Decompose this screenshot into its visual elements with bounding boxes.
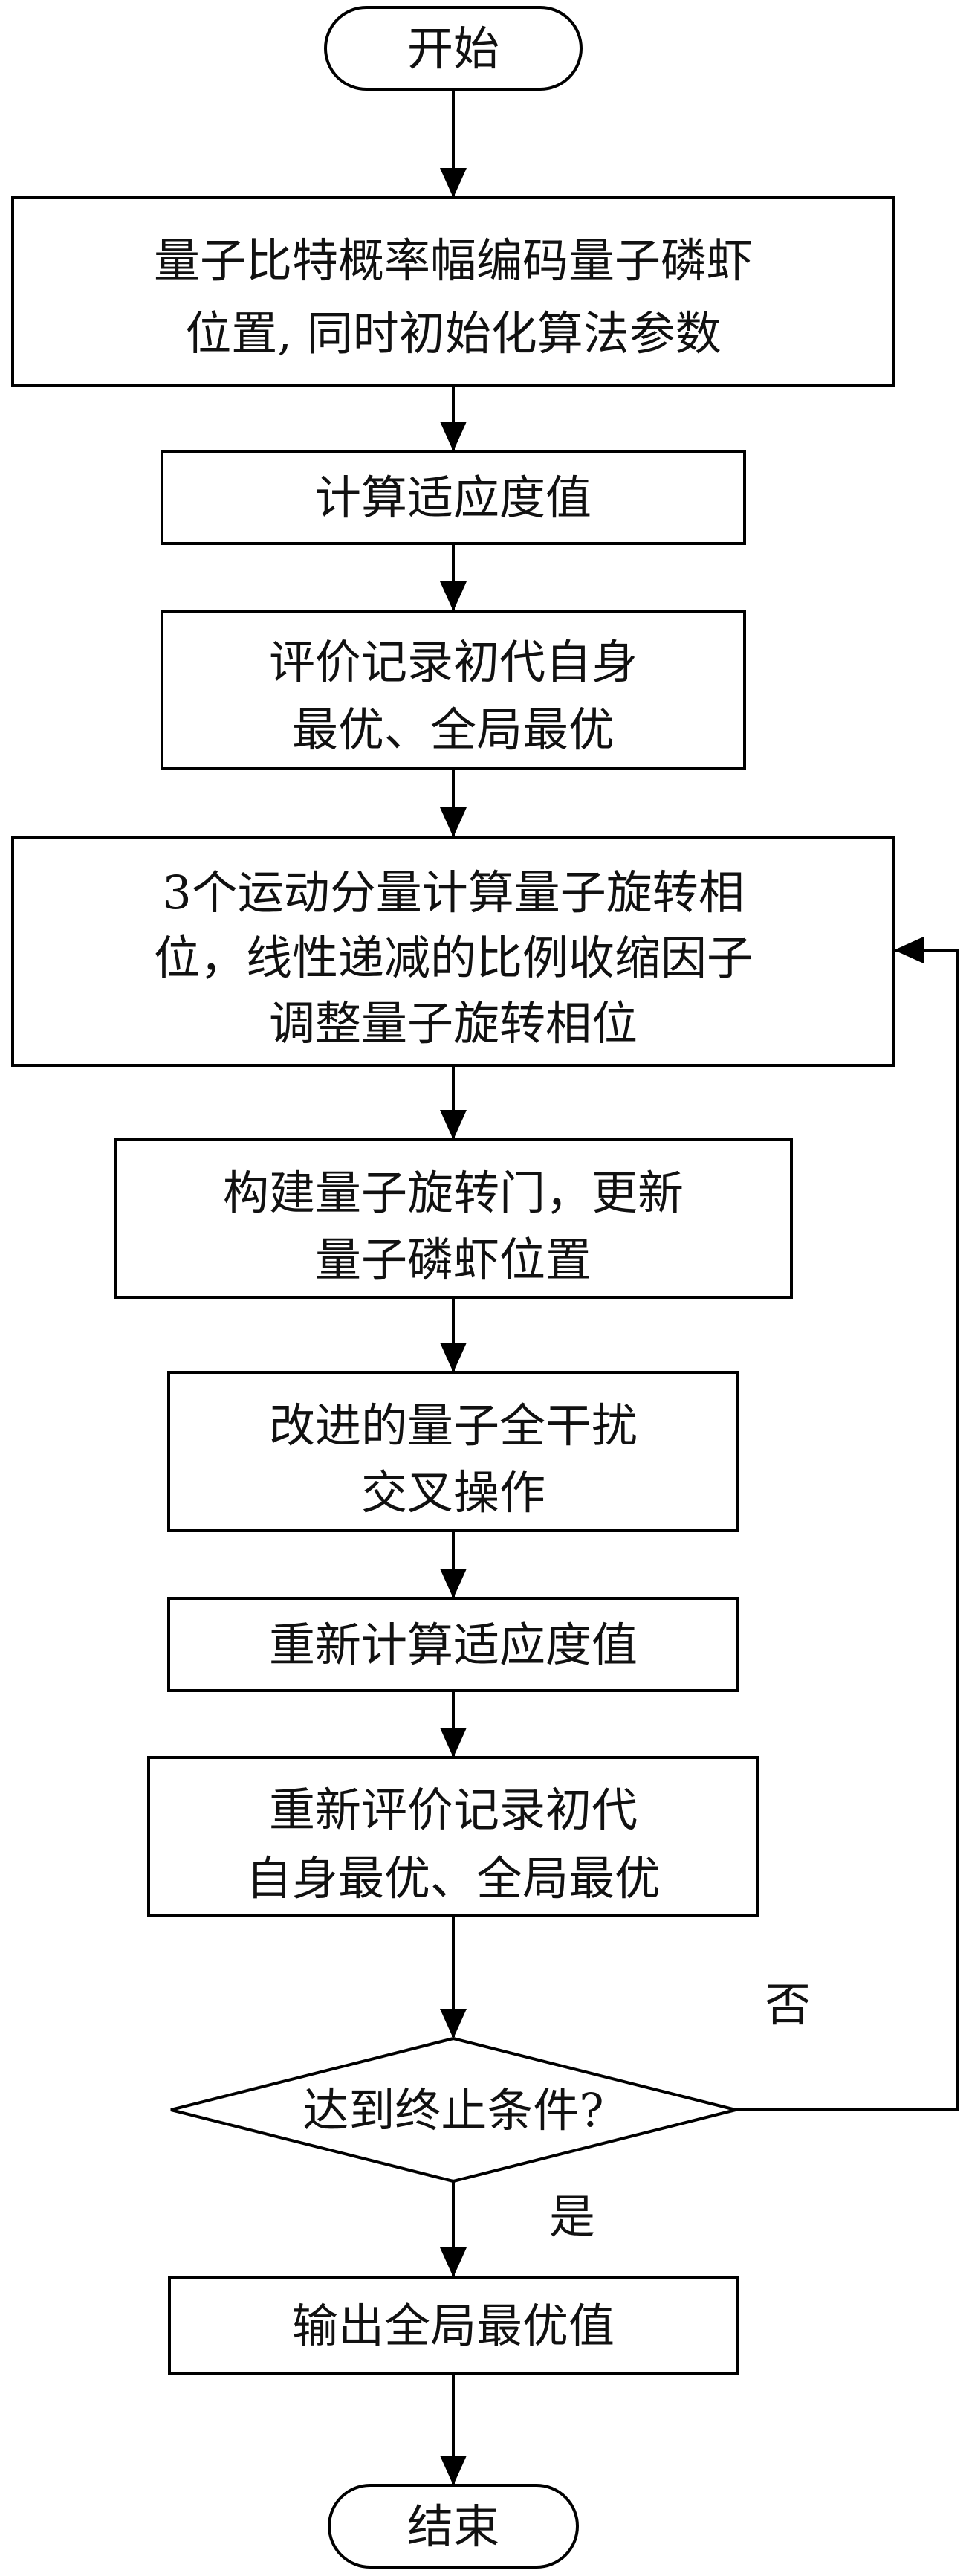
yes-label: 是: [549, 2189, 595, 2244]
no-label: 否: [765, 1978, 811, 2032]
step-crossover: [167, 1371, 739, 1532]
step-init: [11, 196, 895, 387]
step-rotation-phase: [11, 836, 895, 1067]
step-rotation-phase-line3: 调整量子旋转相位: [269, 996, 638, 1050]
end-label: 结束: [407, 2499, 499, 2554]
step-crossover-line2: 交叉操作: [361, 1465, 545, 1520]
step-rotation-phase-line2: 位，线性递减的比例收缩因子: [154, 931, 753, 985]
step-reevaluate-line2: 自身最优、全局最优: [246, 1851, 661, 1905]
step-recalc-fitness: [167, 1597, 739, 1692]
start-label: 开始: [407, 22, 499, 76]
step-evaluate-line1: 评价记录初代自身: [269, 635, 638, 689]
step-rotation-gate-line2: 量子磷虾位置: [315, 1233, 592, 1287]
step-reevaluate: [147, 1756, 759, 1917]
step-rotation-gate: [114, 1138, 793, 1299]
step-calc-fitness-label: 计算适应度值: [315, 471, 592, 525]
decision-label: 达到终止条件?: [302, 2083, 603, 2137]
step-evaluate: [161, 610, 746, 770]
step-output-label: 输出全局最优值: [292, 2299, 615, 2353]
end-terminal: [328, 2484, 579, 2569]
loop-back-connector: [736, 937, 959, 2111]
step-recalc-fitness-label: 重新计算适应度值: [269, 1618, 638, 1672]
step-rotation-gate-line1: 构建量子旋转门，更新: [223, 1166, 684, 1220]
step-init-line2: 位置, 同时初始化算法参数: [185, 306, 721, 361]
step-init-line1: 量子比特概率幅编码量子磷虾: [154, 233, 753, 288]
step-evaluate-line2: 最优、全局最优: [292, 703, 615, 757]
step-reevaluate-line1: 重新评价记录初代: [269, 1783, 638, 1837]
step-crossover-line1: 改进的量子全干扰: [269, 1398, 638, 1453]
step-output: [168, 2276, 739, 2375]
step-rotation-phase-line1: 3个运动分量计算量子旋转相: [162, 865, 744, 920]
